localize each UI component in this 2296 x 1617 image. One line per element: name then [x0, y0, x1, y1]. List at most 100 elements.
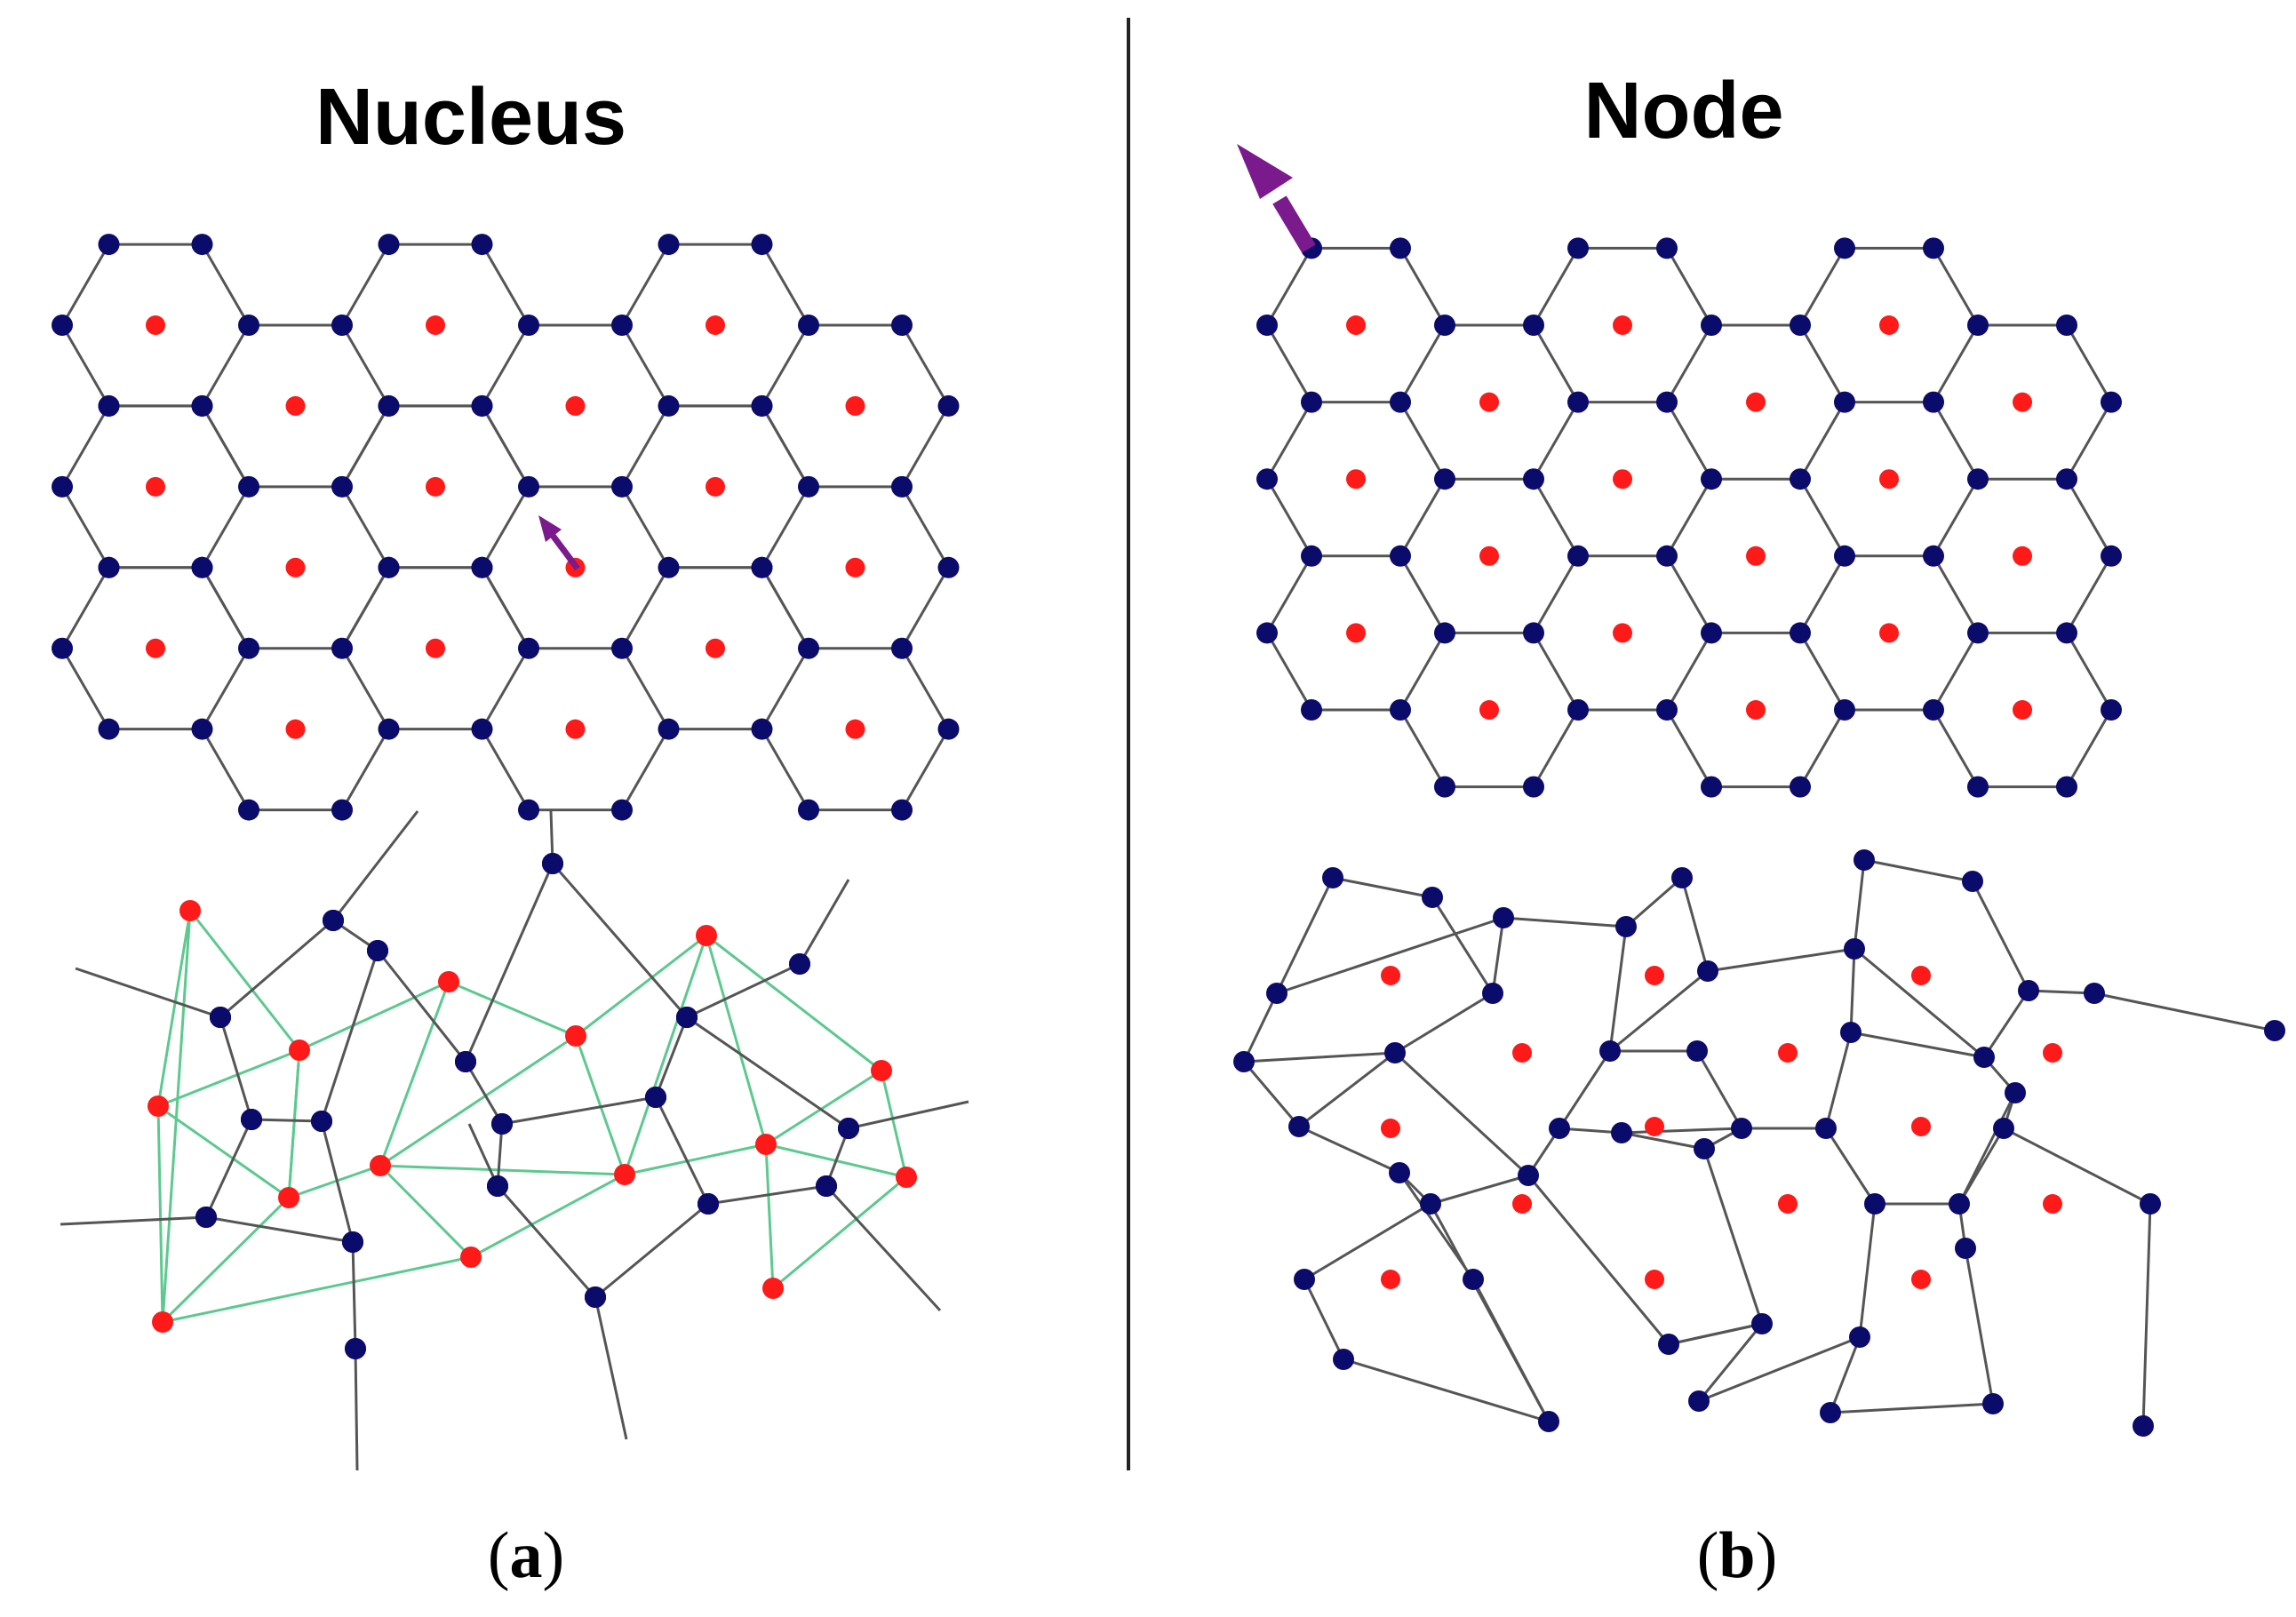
- cell-edge: [1265, 555, 1313, 634]
- node-vertex: [455, 1051, 476, 1072]
- node-vertex: [518, 315, 539, 336]
- cell-edge: [1854, 947, 1985, 1059]
- cell-edge: [1399, 478, 1447, 557]
- cell-edge: [1527, 1175, 1670, 1345]
- cell-edge: [1298, 1125, 1400, 1175]
- node-vertex: [191, 718, 213, 740]
- node-vertex: [367, 940, 388, 961]
- cell-edge: [761, 324, 810, 407]
- node-vertex: [1523, 468, 1544, 490]
- cell-edge: [900, 728, 950, 811]
- nucleus-point: [289, 1040, 310, 1061]
- node-vertex: [645, 1087, 666, 1108]
- node-vertex: [487, 1175, 508, 1197]
- node-vertex: [1834, 237, 1855, 259]
- voronoi-edge: [219, 1016, 253, 1120]
- node-vertex: [378, 718, 400, 740]
- cell-edge: [1243, 1051, 1396, 1063]
- cell-edge: [1242, 1061, 1301, 1127]
- voronoi-edge: [320, 1120, 355, 1243]
- cell-edge: [1265, 401, 1313, 480]
- node-vertex: [2005, 1082, 2026, 1103]
- delaunay-edge: [764, 1143, 775, 1289]
- delaunay-edge: [575, 934, 707, 1038]
- delaunay-edge: [156, 1105, 164, 1323]
- node-vertex: [2101, 699, 2122, 721]
- cell-edge: [1665, 709, 1713, 788]
- cell-edge: [1698, 1335, 1861, 1403]
- voronoi-edge: [464, 863, 554, 1063]
- nucleus-point: [2013, 700, 2032, 721]
- cell-edge: [201, 728, 251, 811]
- cell-edge: [60, 243, 110, 326]
- cell-edge: [481, 243, 530, 326]
- delaunay-edge: [161, 1196, 291, 1324]
- nucleus-point: [1879, 623, 1899, 643]
- node-vertex: [2101, 545, 2122, 567]
- cell-edge: [1532, 401, 1580, 480]
- cell-edge: [201, 647, 251, 730]
- delaunay-edge: [161, 910, 192, 1323]
- nucleus-point: [1346, 469, 1366, 490]
- nucleus-point: [845, 395, 865, 416]
- delaunay-edge: [623, 935, 708, 1175]
- node-vertex: [542, 853, 563, 874]
- cell-edge: [1932, 401, 1980, 480]
- cell-edge: [1532, 555, 1580, 634]
- cell-edge: [1798, 709, 1846, 788]
- node-vertex: [238, 637, 259, 659]
- cell-edge: [1621, 1127, 1742, 1135]
- delaunay-edge: [379, 1164, 473, 1259]
- node-vertex: [1658, 1334, 1679, 1355]
- delaunay-edge: [162, 1255, 472, 1324]
- cell-edge: [1303, 1202, 1431, 1281]
- node-vertex: [658, 556, 680, 578]
- cell-edge: [1798, 555, 1846, 634]
- cell-edge: [1242, 992, 1279, 1063]
- cell-edge: [1863, 858, 1973, 883]
- node-vertex: [1567, 391, 1589, 413]
- node-vertex: [1949, 1193, 1970, 1215]
- nucleus-point: [2043, 1194, 2062, 1214]
- cell-edge: [1964, 1247, 1995, 1405]
- node-vertex: [937, 394, 960, 417]
- nucleus-point: [1911, 1117, 1931, 1136]
- nucleus-point: [845, 557, 865, 578]
- cell-edge: [1853, 859, 1866, 950]
- cell-edge: [1558, 1050, 1612, 1129]
- cell-edge: [2093, 992, 2276, 1032]
- voronoi-edge: [219, 919, 334, 1019]
- cell-edge: [1798, 324, 1846, 403]
- node-vertex: [1656, 237, 1678, 259]
- node-vertex: [191, 394, 213, 417]
- voronoi-edge: [204, 1119, 253, 1218]
- nucleus-point: [565, 719, 586, 739]
- node-vertex: [1834, 545, 1855, 567]
- node-vertex: [1389, 1162, 1410, 1183]
- cell-edge: [2065, 324, 2113, 403]
- node-vertex: [52, 475, 73, 498]
- nucleus-point: [146, 638, 165, 658]
- node-vertex: [1266, 983, 1288, 1004]
- node-vertex: [518, 475, 539, 498]
- node-vertex: [658, 394, 680, 417]
- node-vertex: [1923, 699, 1944, 721]
- node-vertex: [658, 234, 680, 256]
- cell-edge: [201, 567, 251, 649]
- nucleus-point: [285, 557, 306, 578]
- cell-edge: [1957, 1092, 2017, 1205]
- cell-edge: [1665, 324, 1713, 403]
- delaunay-edge: [624, 1143, 767, 1176]
- cell-edge: [620, 324, 670, 407]
- delaunay-edge: [157, 1104, 290, 1199]
- node-vertex: [1967, 468, 1989, 490]
- nucleus-point: [1613, 315, 1632, 335]
- node-vertex: [238, 315, 259, 336]
- node-vertex: [1864, 1193, 1885, 1215]
- cell-edge: [1532, 709, 1580, 788]
- voronoi-ray: [594, 1296, 628, 1440]
- node-vertex: [798, 799, 819, 821]
- delaunay-edge: [379, 981, 450, 1167]
- node-vertex: [1434, 315, 1455, 336]
